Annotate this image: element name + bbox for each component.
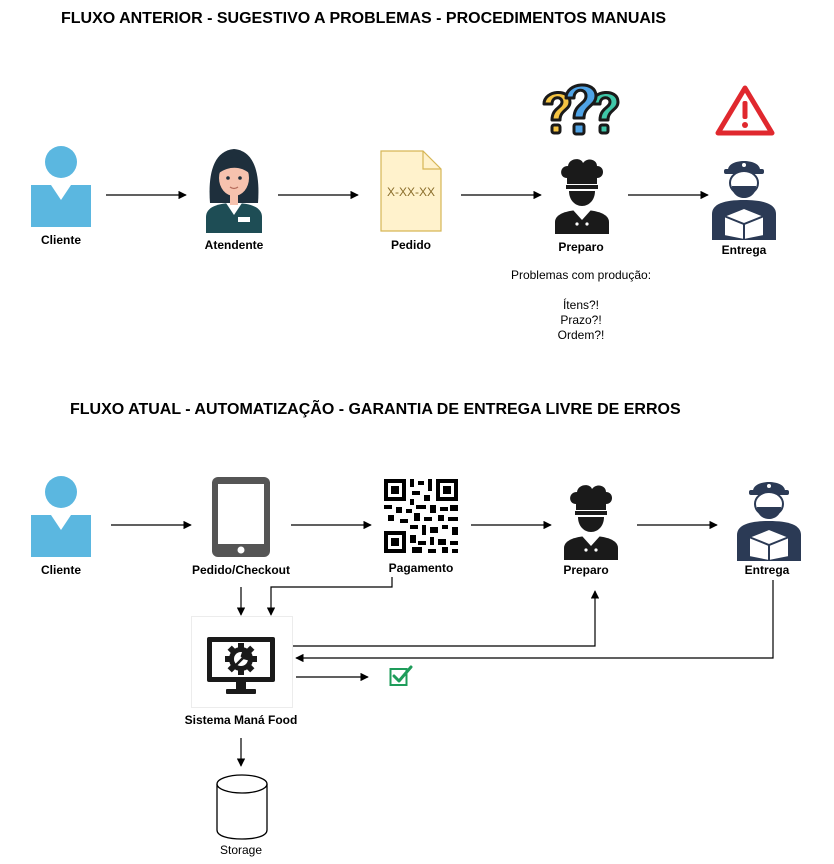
- problem-item: Ítens?!: [562, 298, 600, 312]
- new-cliente-label: Cliente: [40, 563, 82, 577]
- pedido-doc-text: X-XX-XX: [386, 185, 436, 199]
- new-pagamento-label: Pagamento: [388, 561, 454, 575]
- problems-heading: Problemas com produção:: [510, 268, 652, 282]
- arrow-entrega-sistema: [295, 580, 774, 663]
- checkbox-check-icon: [389, 665, 413, 686]
- qr-code-icon: [384, 479, 458, 553]
- old-atendente-label: Atendente: [204, 238, 264, 252]
- old-pedido-label: Pedido: [390, 238, 432, 252]
- document-icon: [380, 150, 442, 232]
- problem-item: Prazo?!: [560, 313, 602, 327]
- problems-notes: Problemas com produção: Ítens?! Prazo?! …: [511, 268, 651, 343]
- new-checkout-label: Pedido/Checkout: [191, 563, 291, 577]
- question-marks-icon: [542, 83, 620, 136]
- storage-cylinder-icon: [216, 774, 268, 840]
- arrow-sistema-preparo: [291, 590, 600, 647]
- old-entrega-label: Entrega: [721, 243, 767, 257]
- problem-item: Ordem?!: [557, 328, 605, 342]
- new-preparo-label: Preparo: [563, 563, 609, 577]
- person-icon: [31, 476, 91, 557]
- chef-icon: [555, 159, 609, 234]
- chef-icon: [564, 485, 618, 560]
- tablet-icon: [212, 477, 270, 557]
- old-cliente-label: Cliente: [40, 233, 82, 247]
- storage-label: Storage: [219, 843, 263, 857]
- warning-icon: [715, 85, 775, 136]
- old-flow-title: FLUXO ANTERIOR - SUGESTIVO A PROBLEMAS -…: [61, 10, 667, 27]
- new-flow-title: FLUXO ATUAL - AUTOMATIZAÇÃO - GARANTIA D…: [70, 401, 681, 418]
- person-icon: [31, 146, 91, 227]
- arrow-pagamento-sistema: [266, 577, 393, 616]
- old-preparo-label: Preparo: [558, 240, 604, 254]
- delivery-person-icon: [712, 161, 776, 240]
- attendant-icon: [206, 149, 262, 233]
- sistema-label: Sistema Maná Food: [184, 713, 298, 727]
- delivery-person-icon: [737, 482, 801, 561]
- new-entrega-label: Entrega: [744, 563, 790, 577]
- monitor-gear-icon: [207, 637, 275, 694]
